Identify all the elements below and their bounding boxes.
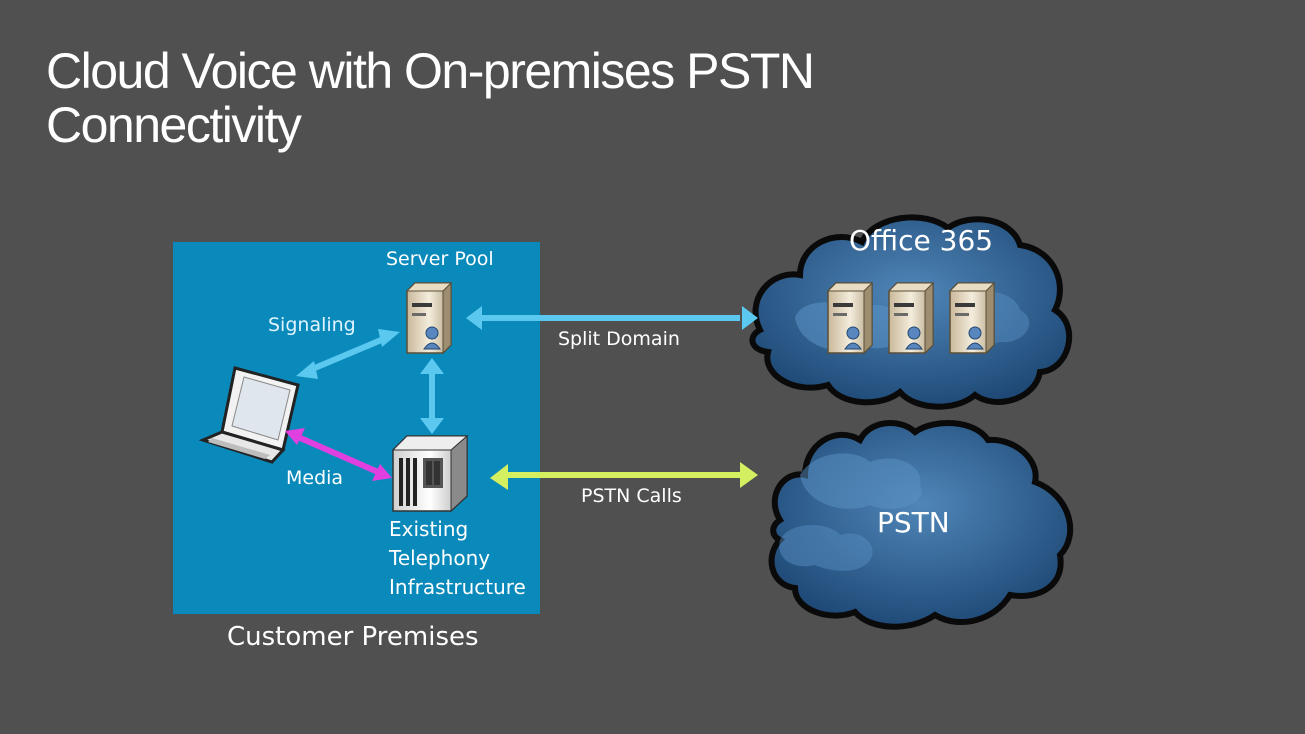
- pstn-cloud: [768, 419, 1074, 630]
- existing-line-3: Infrastructure: [389, 575, 526, 599]
- signaling-label: Signaling: [268, 314, 356, 336]
- title-line-2: Connectivity: [46, 97, 302, 153]
- office365-server-1-icon: [827, 282, 873, 354]
- office365-server-2-icon: [888, 282, 934, 354]
- pstn-calls-arrow: [490, 462, 758, 490]
- server-pool-label: Server Pool: [386, 248, 494, 270]
- telephony-tower-icon: [391, 434, 469, 513]
- laptop-icon: [198, 366, 300, 464]
- pool-to-tower-arrow: [420, 358, 444, 434]
- existing-telephony-label: Existing Telephony Infrastructure: [389, 515, 526, 602]
- split-domain-arrow: [466, 306, 758, 330]
- customer-premises-label: Customer Premises: [227, 622, 479, 652]
- existing-line-2: Telephony: [389, 546, 491, 570]
- office365-label: Office 365: [849, 224, 994, 257]
- existing-line-1: Existing: [389, 517, 469, 541]
- media-label: Media: [286, 467, 344, 489]
- server-pool-icon: [406, 282, 452, 354]
- pstn-cloud-label: PSTN: [877, 506, 950, 539]
- title-line-1: Cloud Voice with On-premises PSTN: [46, 43, 815, 99]
- office365-server-3-icon: [949, 282, 995, 354]
- slide-title: Cloud Voice with On-premises PSTN Connec…: [46, 44, 1046, 152]
- signaling-arrow: [296, 329, 400, 379]
- split-domain-label: Split Domain: [558, 328, 680, 350]
- pstn-calls-label: PSTN Calls: [581, 485, 682, 507]
- media-arrow: [285, 428, 392, 481]
